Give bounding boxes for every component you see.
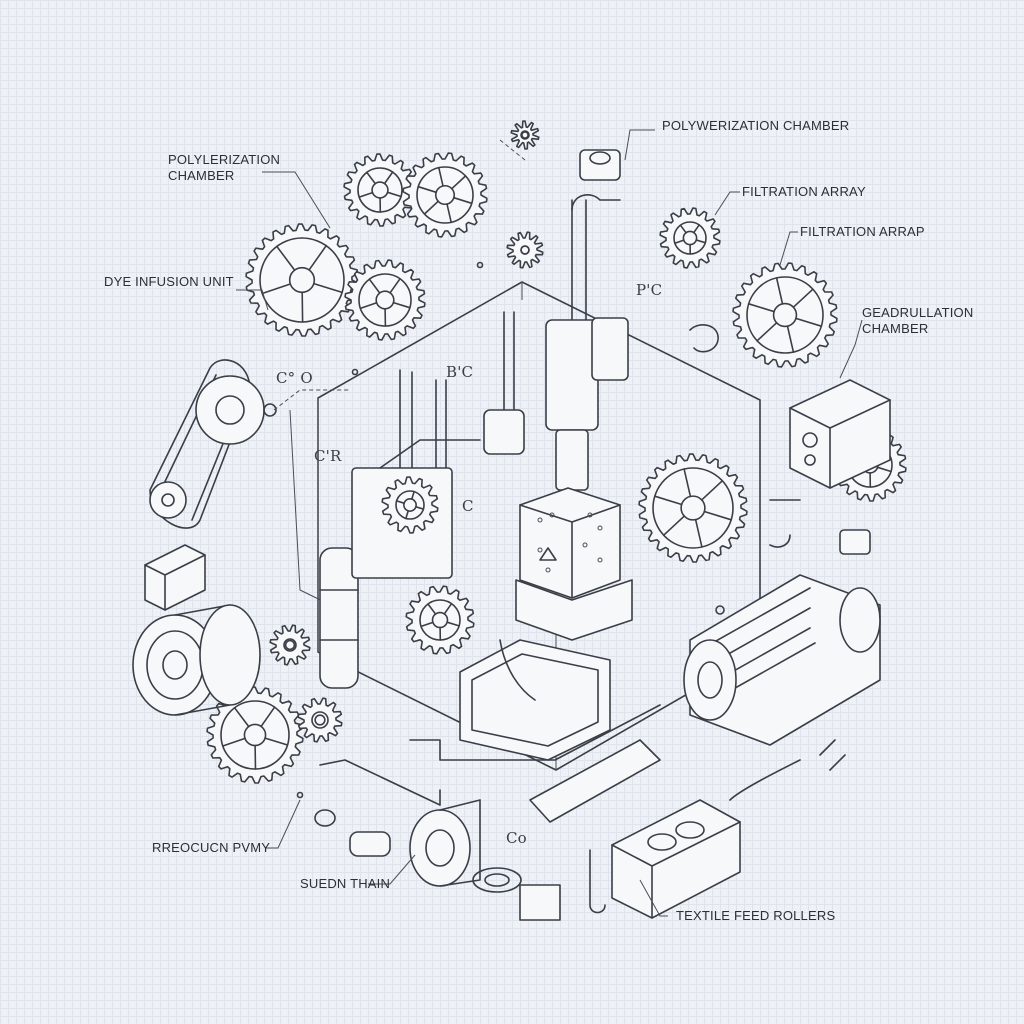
belt-drive (149, 359, 265, 529)
label-sueden-thain: SUEDN THAIN (300, 876, 391, 891)
gear-1 (245, 223, 359, 337)
gear-6 (506, 231, 544, 269)
label-filtration-arrap: FILTRATION ARRAP (800, 224, 925, 239)
symbol-annotation: C° O (276, 369, 313, 387)
symbol-annotation: C (462, 497, 474, 515)
bottom-parts (314, 704, 801, 921)
textile-rollers (683, 574, 881, 746)
side-bracket (144, 544, 206, 611)
pulley-wheel (132, 604, 261, 716)
symbol-annotation: C'R (314, 447, 342, 465)
gear-4 (402, 152, 488, 238)
label-gearulation-chamber: GEADRULLATION CHAMBER (862, 305, 974, 336)
tray (459, 639, 611, 761)
leader-lines (236, 129, 863, 917)
gear-15 (381, 476, 439, 534)
label-dye-infusion-unit: DYE INFUSION UNIT (104, 274, 234, 289)
gear-13 (206, 686, 304, 784)
label-textile-feed-rollers: TEXTILE FEED ROLLERS (676, 908, 836, 923)
gear-3 (343, 153, 417, 227)
label-polymerization-chamber-top: POLYWERIZATION CHAMBER (662, 118, 850, 133)
gear-7 (659, 207, 721, 269)
gear-5 (510, 120, 540, 150)
gear-12 (269, 624, 311, 666)
nozzle-column (545, 149, 629, 521)
label-filtration-array: FILTRATION ARRAY (742, 184, 866, 199)
gear-8 (732, 262, 838, 368)
hardware (263, 139, 871, 799)
symbol-annotation: B'C (446, 363, 474, 381)
gear-14 (297, 697, 343, 743)
gear-2 (344, 259, 426, 341)
gear-box (789, 379, 891, 489)
label-reduction-pump: RREOCUCN PVMY (152, 840, 271, 855)
gear-11 (405, 585, 475, 655)
central-block (515, 487, 633, 641)
gear-9 (638, 453, 748, 563)
label-polymerization-chamber-left: POLYLERIZATION CHAMBER (168, 152, 281, 183)
symbol-annotation: P'C (636, 281, 663, 299)
symbol-annotation: Co (506, 829, 527, 847)
